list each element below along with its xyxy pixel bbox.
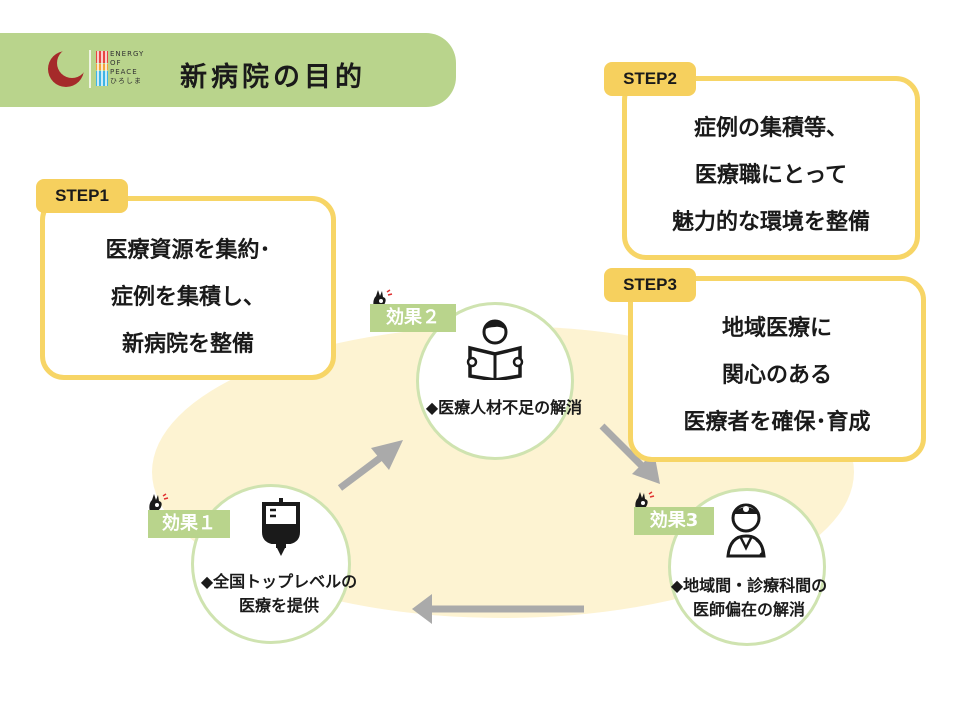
effect3-description: ◆地域間・診療科間の 医師偏在の解消 xyxy=(634,574,864,622)
step2-line: 症例の集積等、 xyxy=(693,116,848,141)
step1-line: 医療資源を集約･ xyxy=(105,238,271,263)
effect1-desc-line: ◆全国トップレベルの xyxy=(200,572,358,591)
step2-line: 魅力的な環境を整備 xyxy=(671,210,870,235)
arrow-effect1-to-effect2 xyxy=(337,440,403,491)
step3-line: 関心のある xyxy=(721,363,832,388)
doctor-icon xyxy=(726,503,766,558)
effect1-desc-line: 医療を提供 xyxy=(238,596,319,615)
step3-tag: STEP3 xyxy=(604,268,696,302)
step2-line: 医療職にとって xyxy=(694,163,848,188)
step2-card: 症例の集積等、 医療職にとって 魅力的な環境を整備 xyxy=(622,76,920,260)
step2-tag: STEP2 xyxy=(604,62,696,96)
effect2-label: 効果２ xyxy=(370,304,456,332)
logo-text-line: ひろしま xyxy=(110,77,142,85)
student-reading-icon xyxy=(466,319,524,380)
step3-card: 地域医療に 関心のある 医療者を確保･育成 xyxy=(628,276,926,462)
page-title: 新病院の目的 xyxy=(180,62,366,93)
energy-of-peace-logo xyxy=(48,48,108,88)
iv-drip-icon xyxy=(262,498,300,556)
step1-card: 医療資源を集約･ 症例を集積し、 新病院を整備 xyxy=(40,196,336,380)
ok-hand-icon xyxy=(149,493,169,512)
logo-text: ENERGY OF PEACE ひろしま xyxy=(110,50,168,86)
logo-text-line: ENERGY xyxy=(110,50,145,58)
logo-text-line: PEACE xyxy=(110,68,138,76)
effect1-label: 効果１ xyxy=(148,510,230,538)
logo-text-line: OF xyxy=(110,59,122,67)
effect3-desc-line: ◆地域間・診療科間の xyxy=(670,576,828,595)
step1-line: 新病院を整備 xyxy=(121,332,254,357)
step1-tag: STEP1 xyxy=(36,179,128,213)
effect2-description: ◆医療人材不足の解消 xyxy=(392,396,616,420)
step3-line: 地域医療に xyxy=(721,316,832,341)
step1-line: 症例を集積し、 xyxy=(110,285,265,310)
step3-line: 医療者を確保･育成 xyxy=(683,410,871,435)
effect1-description: ◆全国トップレベルの 医療を提供 xyxy=(170,570,388,618)
effect3-desc-line: 医師偏在の解消 xyxy=(692,600,805,619)
arrow-effect3-to-effect1 xyxy=(412,594,584,624)
ok-hand-icon xyxy=(373,289,393,308)
effect2-desc-line: ◆医療人材不足の解消 xyxy=(425,398,583,417)
effect3-label: 効果3 xyxy=(634,507,714,535)
ok-hand-icon xyxy=(635,491,655,510)
